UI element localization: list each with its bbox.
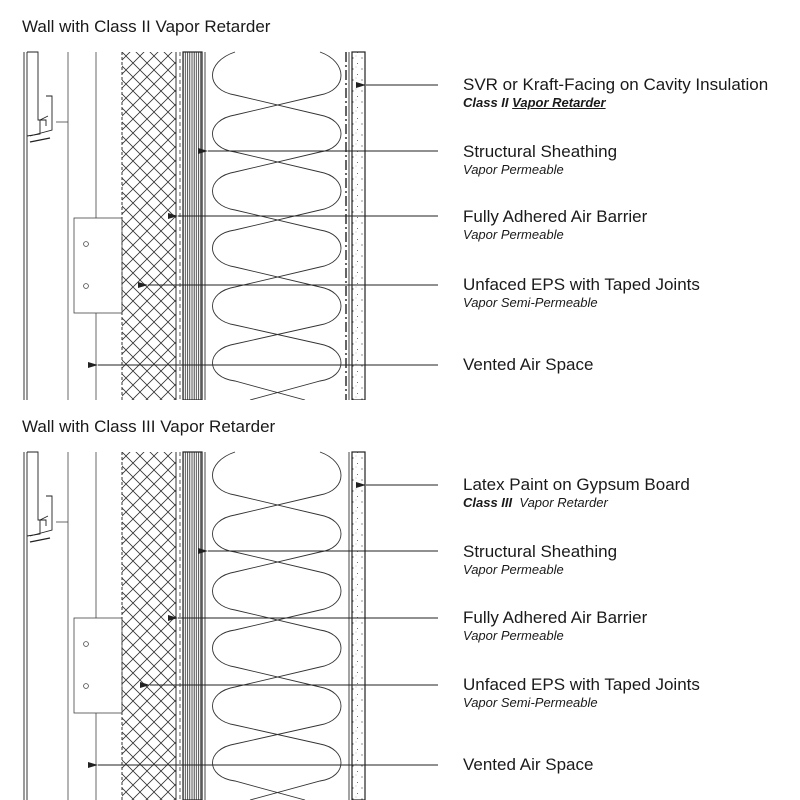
cavity-insulation — [204, 51, 350, 400]
callout-sheathing: Structural Sheathing Vapor Permeable — [463, 142, 617, 178]
eps-insulation — [121, 52, 181, 400]
callout-title: Fully Adhered Air Barrier — [463, 608, 648, 627]
callout-subtitle: Vapor Permeable — [463, 227, 564, 242]
callout-sheathing: Structural Sheathing Vapor Permeable — [463, 542, 617, 578]
callout-title: Unfaced EPS with Taped Joints — [463, 275, 700, 294]
wall-section-drawing — [23, 51, 438, 400]
callout-title: Unfaced EPS with Taped Joints — [463, 675, 700, 694]
panel-title: Wall with Class II Vapor Retarder — [22, 17, 271, 36]
callout-latex-paint: Latex Paint on Gypsum Board Class III Va… — [463, 475, 690, 511]
cavity-insulation — [204, 451, 350, 800]
fastener-clip — [73, 617, 123, 714]
leader-lines — [88, 482, 438, 768]
callout-air-barrier: Fully Adhered Air Barrier Vapor Permeabl… — [463, 207, 647, 243]
cladding-z-girt — [23, 51, 53, 400]
callout-subtitle: Vapor Permeable — [463, 562, 564, 577]
callout-title: Vented Air Space — [463, 755, 594, 774]
callout-title: Structural Sheathing — [463, 142, 618, 161]
callout-vapor-retarder: SVR or Kraft-Facing on Cavity Insulation… — [463, 75, 768, 111]
wall-section-drawing — [23, 451, 438, 800]
callout-rating: Vapor Retarder — [519, 495, 608, 510]
sheathing-air-barrier — [182, 451, 203, 800]
eps-insulation — [121, 452, 181, 800]
fastener-clip — [73, 217, 123, 314]
callout-air-barrier: Fully Adhered Air Barrier Vapor Permeabl… — [463, 608, 647, 644]
gypsum-board — [351, 451, 366, 800]
callout-eps: Unfaced EPS with Taped Joints Vapor Semi… — [463, 275, 700, 311]
callout-subtitle: Vapor Permeable — [463, 162, 564, 177]
callout-air-space: Vented Air Space — [463, 755, 593, 775]
callout-eps: Unfaced EPS with Taped Joints Vapor Semi… — [463, 675, 700, 711]
leader-lines — [88, 82, 438, 368]
callout-title: Fully Adhered Air Barrier — [463, 207, 648, 226]
panel-class-ii: Wall with Class II Vapor Retarder — [22, 17, 768, 400]
callout-subtitle: Vapor Semi-Permeable — [463, 295, 598, 310]
panel-title: Wall with Class III Vapor Retarder — [22, 417, 276, 436]
callout-subtitle: Class II Vapor Retarder — [463, 95, 768, 111]
callout-title: Structural Sheathing — [463, 542, 618, 561]
callout-title: SVR or Kraft-Facing on Cavity Insulation — [463, 75, 769, 94]
gypsum-board — [351, 51, 366, 400]
callout-class: Class III — [463, 495, 513, 510]
callout-subtitle: Class III Vapor Retarder — [463, 495, 690, 511]
callout-rating: Vapor Retarder — [512, 95, 606, 110]
callout-subtitle: Vapor Permeable — [463, 628, 564, 643]
callout-title: Vented Air Space — [463, 355, 594, 374]
cladding-z-girt — [23, 451, 53, 800]
sheathing-air-barrier — [182, 51, 203, 400]
callout-title: Latex Paint on Gypsum Board — [463, 475, 690, 494]
callout-subtitle: Vapor Semi-Permeable — [463, 695, 598, 710]
callout-class: Class II — [463, 95, 509, 110]
callout-air-space: Vented Air Space — [463, 355, 593, 375]
panel-class-iii: Wall with Class III Vapor Retarder — [0, 400, 800, 800]
